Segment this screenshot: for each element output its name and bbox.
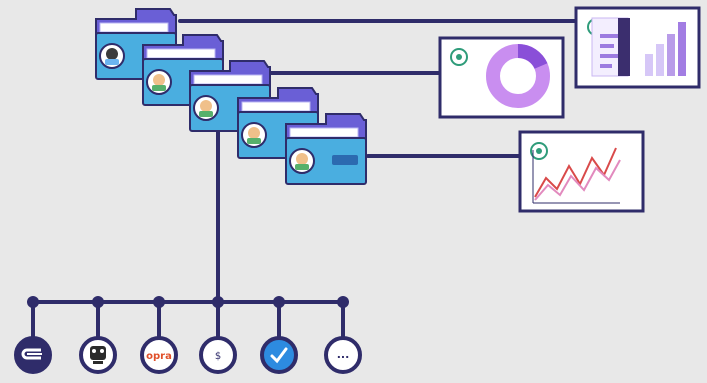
id-card-icon [332,155,358,165]
donut-chart-card [438,36,565,119]
more-source-node: ... [324,296,362,374]
person-avatar-icon [241,122,267,148]
folder-stack [95,8,367,185]
svg-text:opra: opra [146,351,172,362]
robot-face-source-node [79,296,117,374]
check-arrow-icon [270,347,288,364]
person-avatar-icon [146,69,172,95]
svg-text:...: ... [337,348,350,361]
person-avatar-icon [289,148,315,174]
bar-and-list-chart-card [574,6,701,89]
folder-5 [285,113,367,185]
robot-face-icon [90,346,106,364]
connector-lines [31,19,578,304]
coin-icon: $ [215,351,221,362]
source-nodes: opra $... [14,296,362,374]
coin-source-node: $ [199,296,237,374]
donut-chart-icon [486,43,550,108]
line-chart-card [518,130,645,213]
bar-chart-icon [645,22,686,76]
check-arrow-source-node [260,296,298,374]
more-icon: ... [337,348,350,361]
paperclip-source-node [14,296,52,374]
brand-logo-icon: opra [146,351,172,362]
robot-avatar-icon [99,43,125,69]
brand-logo-source-node: opra [140,296,178,374]
line-chart-icon [532,147,621,204]
paperclip-icon [21,348,42,360]
svg-text:$: $ [215,351,221,362]
person-avatar-icon [193,95,219,121]
